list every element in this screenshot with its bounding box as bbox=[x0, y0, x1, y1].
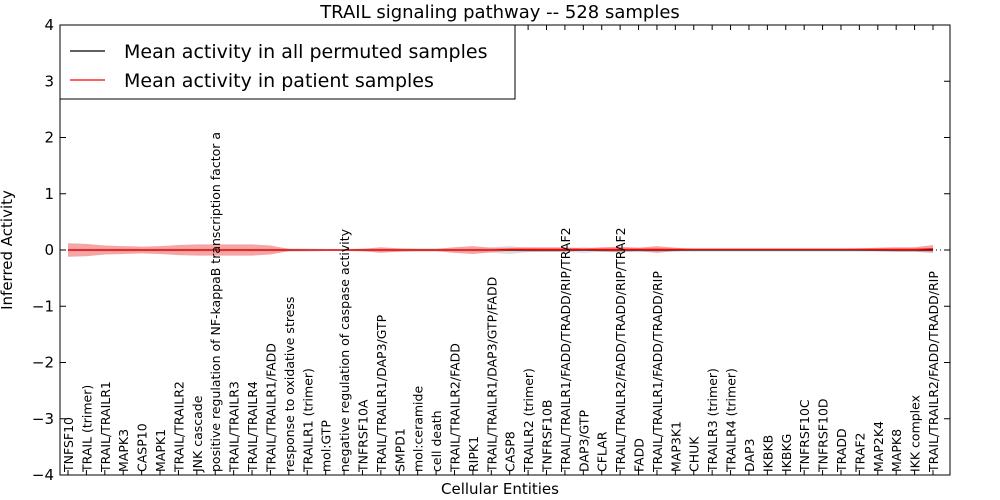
y-tick-label: 3 bbox=[44, 72, 54, 90]
y-tick-label: 0 bbox=[44, 241, 54, 259]
x-tick-label: IKK complex bbox=[908, 395, 923, 472]
x-tick-label: positive regulation of NF-kappaB transcr… bbox=[208, 132, 223, 472]
x-tick-label: TRADD bbox=[834, 428, 849, 473]
series-line-1 bbox=[68, 248, 934, 251]
x-tick-label: TRAIL/TRAILR4 bbox=[245, 381, 260, 473]
x-axis-label: Cellular Entities bbox=[441, 480, 559, 498]
y-tick-label: 2 bbox=[44, 129, 54, 147]
x-tick-label: FADD bbox=[632, 438, 647, 472]
x-tick-label: TRAIL/TRAILR1/FADD/TRADD/RIP/TRAF2 bbox=[558, 227, 573, 473]
x-tick-label: CASP8 bbox=[503, 431, 518, 472]
x-tick-label: negative regulation of caspase activity bbox=[337, 228, 352, 472]
x-tick-label: TNFRSF10D bbox=[816, 398, 831, 473]
x-tick-label: TRAIL/TRAILR2/FADD bbox=[447, 343, 462, 473]
x-tick-label: response to oxidative stress bbox=[282, 297, 297, 472]
x-tick-label: TRAILR3 (trimer) bbox=[705, 368, 720, 473]
x-tick-label: DAP3 bbox=[742, 439, 757, 472]
legend-label-permuted: Mean activity in all permuted samples bbox=[124, 41, 487, 63]
x-tick-label: TRAIL/TRAILR1/DAP3/GTP bbox=[374, 314, 389, 473]
chart-title: TRAIL signaling pathway -- 528 samples bbox=[319, 2, 680, 23]
y-tick-label: −3 bbox=[32, 410, 54, 428]
x-tick-label: TNFRSF10C bbox=[797, 399, 812, 473]
x-tick-label: TRAILR2 (trimer) bbox=[521, 368, 536, 473]
x-tick-label: MAPK8 bbox=[889, 429, 904, 472]
y-tick-label: −1 bbox=[32, 297, 54, 315]
x-tick-label: TNFSF10 bbox=[61, 417, 76, 473]
x-tick-label: MAPK1 bbox=[153, 429, 168, 472]
x-tick-label: CHUK bbox=[687, 436, 702, 472]
y-tick-label: −2 bbox=[32, 354, 54, 372]
x-tick-label: TRAIL/TRAILR3 bbox=[227, 381, 242, 473]
x-tick-label: TRAIL (trimer) bbox=[79, 385, 94, 473]
legend: Mean activity in all permuted samples Me… bbox=[59, 24, 516, 100]
y-axis-label: Inferred Activity bbox=[0, 190, 16, 310]
x-tick-label: SMPD1 bbox=[392, 428, 407, 472]
x-tick-label: cell death bbox=[429, 410, 444, 472]
x-tick-label: TRAIL/TRAILR1/FADD/TRADD/RIP bbox=[650, 271, 665, 473]
legend-label-patient: Mean activity in patient samples bbox=[124, 70, 434, 92]
x-tick-label: TRAILR1 (trimer) bbox=[300, 368, 315, 473]
x-tick-label: IKBKG bbox=[779, 434, 794, 472]
y-tick-label: −4 bbox=[32, 466, 54, 484]
x-tick-label: MAPK3 bbox=[116, 429, 131, 472]
x-tick-label: TNFRSF10B bbox=[540, 400, 555, 473]
x-tick-label: CASP10 bbox=[135, 423, 150, 472]
x-tick-label: CFLAR bbox=[595, 431, 610, 472]
x-tick-label: mol:GTP bbox=[319, 420, 334, 472]
x-tick-label: TRAF2 bbox=[852, 432, 867, 473]
x-tick-label: TRAIL/TRAILR2/FADD/TRADD/RIP bbox=[926, 271, 941, 473]
x-tick-label: TRAIL/TRAILR1/FADD bbox=[263, 343, 278, 473]
x-tick-label: TRAIL/TRAILR1 bbox=[98, 381, 113, 473]
x-tick-label: RIPK1 bbox=[466, 436, 481, 472]
y-tick-label: 4 bbox=[44, 16, 54, 34]
x-tick-label: TRAIL/TRAILR1/DAP3/GTP/FADD bbox=[484, 277, 499, 473]
x-tick-label: MAP3K1 bbox=[668, 421, 683, 472]
x-tick-label: TNFRSF10A bbox=[355, 399, 370, 473]
x-tick-label: TRAIL/TRAILR2 bbox=[171, 381, 186, 473]
x-tick-label: JNK cascade bbox=[190, 395, 205, 473]
y-tick-label: 1 bbox=[44, 185, 54, 203]
x-tick-label: DAP3/GTP bbox=[576, 409, 591, 472]
x-tick-label: MAP2K4 bbox=[871, 421, 886, 472]
x-tick-label: TRAILR4 (trimer) bbox=[724, 368, 739, 473]
x-tick-label: TRAIL/TRAILR2/FADD/TRADD/RIP/TRAF2 bbox=[613, 227, 628, 473]
x-tick-label: IKBKB bbox=[760, 435, 775, 472]
x-tick-label: mol:ceramide bbox=[411, 386, 426, 472]
